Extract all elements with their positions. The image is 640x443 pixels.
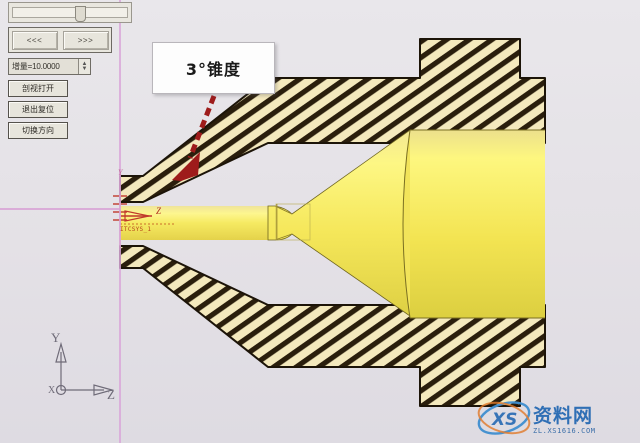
svg-text:XS: XS — [491, 410, 517, 430]
triad-x-label: X — [48, 385, 56, 396]
watermark-brand: 资料网 — [533, 405, 594, 427]
section-position-slider[interactable] — [8, 2, 132, 23]
step-button-group: <<< >>> — [8, 27, 112, 53]
section-plane-vertical-line — [119, 0, 121, 443]
watermark: 资料网 ZL.XS1616.COM — [478, 403, 634, 439]
slider-track[interactable] — [12, 6, 128, 22]
step-backward-button[interactable]: <<< — [11, 30, 58, 50]
model-y-axis-label: Y — [118, 168, 123, 177]
increment-field[interactable]: 增量=10.0000 ▲ ▼ — [8, 58, 91, 75]
view-orientation-triad — [55, 341, 115, 396]
model-z-axis-label: Z — [156, 206, 162, 216]
toggle-direction-button[interactable]: 切换方向 — [8, 122, 68, 139]
stepper-down-icon[interactable]: ▼ — [81, 65, 88, 72]
coordinate-system-label: ITCSYS_1 — [120, 226, 152, 233]
triad-y-label: Y — [51, 330, 61, 345]
step-forward-button[interactable]: >>> — [62, 30, 109, 50]
open-section-button[interactable]: 剖视打开 — [8, 80, 68, 97]
watermark-logo-icon: XS — [477, 401, 531, 435]
stepper-up-icon[interactable]: ▲ — [81, 60, 88, 67]
increment-stepper[interactable]: ▲ ▼ — [78, 59, 90, 74]
taper-annotation-text: 3°锥度 — [185, 60, 242, 79]
increment-field-value: 增量=10.0000 — [12, 62, 60, 71]
watermark-oval-icon — [478, 406, 530, 436]
slider-fill — [13, 8, 79, 17]
watermark-url: ZL.XS1616.COM — [533, 427, 596, 435]
triad-z-label: Z — [107, 387, 115, 402]
callout-arrow — [172, 95, 217, 181]
taper-annotation-callout: 3°锥度 — [152, 42, 275, 94]
slider-thumb[interactable] — [75, 6, 87, 22]
section-plane-horizontal-line — [0, 208, 121, 210]
exit-reset-button[interactable]: 退出复位 — [8, 101, 68, 118]
